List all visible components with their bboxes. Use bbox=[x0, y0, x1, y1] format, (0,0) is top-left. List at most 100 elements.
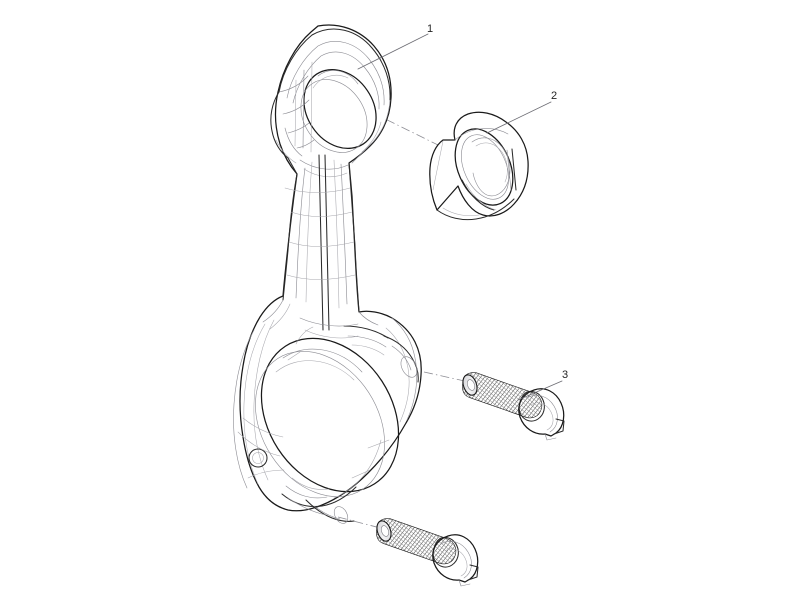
leader-line-1 bbox=[357, 33, 429, 70]
bore-chamfer-tick-1 bbox=[351, 469, 371, 479]
big-end-bore-wall-top bbox=[282, 348, 363, 373]
bolt-upper-head bbox=[518, 388, 565, 437]
bolt-upper-head-flange-rim-2 bbox=[530, 402, 554, 431]
shank-bigend-blend-left bbox=[262, 299, 284, 323]
small-end-bore-inner-wall bbox=[317, 70, 359, 85]
small-end-facet-vert-2 bbox=[310, 61, 313, 153]
shank-web-rib-right bbox=[324, 154, 330, 331]
small-end-facet-1 bbox=[278, 75, 309, 93]
bolt-boss-lower-face bbox=[313, 505, 341, 520]
connecting-rod-bolt-upper[interactable] bbox=[460, 372, 565, 441]
big-end-outer-contour-left bbox=[233, 329, 255, 489]
small-end-facet-2 bbox=[282, 99, 310, 115]
bore-chamfer-tick-3 bbox=[367, 439, 390, 449]
shank-right-flange-inner bbox=[340, 163, 348, 305]
bushing-left-flat-line bbox=[432, 140, 444, 191]
shank-web-rib-left bbox=[318, 154, 324, 331]
bolt-lower-head bbox=[432, 534, 479, 583]
dowel-boss-left-inner bbox=[252, 452, 264, 464]
bushing-split-seam-2 bbox=[506, 149, 512, 191]
small-end-right-shoulder-fold bbox=[361, 121, 382, 153]
callouts-group: 1 2 3 bbox=[357, 23, 568, 401]
big-end-outer-contour-right bbox=[391, 317, 418, 421]
bolt-upper-head-flange-rim bbox=[526, 394, 558, 433]
bushing-rear-edge bbox=[436, 198, 515, 221]
shank-patch-band-1 bbox=[290, 211, 353, 217]
bigend-bottom-contour-3 bbox=[291, 477, 330, 490]
leader-line-2 bbox=[486, 101, 552, 134]
small-end-left-shoulder-fold-2 bbox=[275, 139, 297, 164]
small-end-facet-4 bbox=[296, 139, 315, 149]
leader-line-3 bbox=[517, 380, 563, 401]
bigend-gusset-fold bbox=[295, 326, 314, 345]
dowel-boss-left bbox=[248, 448, 268, 468]
shank-right-flange-inner-2 bbox=[333, 159, 340, 309]
small-end-left-shoulder-fold bbox=[284, 127, 303, 157]
callout-number-3: 3 bbox=[562, 369, 568, 381]
small-end-bottom-blend bbox=[299, 159, 349, 170]
shank-left-outer-edge bbox=[282, 173, 298, 301]
bigend-left-facet-3 bbox=[247, 469, 285, 479]
shank-bigend-blend-left-2 bbox=[269, 303, 291, 330]
bolt-lower-head-bottom-facet bbox=[458, 579, 471, 587]
bolt-upper-head-hex-facet bbox=[553, 418, 565, 435]
cap-parting-line-upper-2 bbox=[347, 335, 387, 348]
big-end-outer-contour-right-2 bbox=[385, 327, 410, 423]
bushing-interior-wall-lower bbox=[461, 179, 495, 211]
big-end-bore-far bbox=[260, 337, 400, 493]
bolt-lower-thread-hatching bbox=[376, 518, 456, 564]
shank-right-outer-edge bbox=[348, 162, 360, 313]
big-end-bore-wall-top-2 bbox=[275, 360, 355, 381]
small-end-facet-vert-1 bbox=[302, 69, 305, 149]
bolt-lower-head-flange-rim-2 bbox=[444, 548, 468, 577]
bolt-lower-head-hex-facet bbox=[467, 564, 479, 581]
bigend-top-gusset bbox=[299, 317, 359, 327]
cap-parting-line-upper-3 bbox=[351, 344, 385, 356]
connecting-rod-bolt-lower[interactable] bbox=[374, 518, 479, 587]
shank-left-flange-inner bbox=[295, 167, 306, 299]
big-end-bore-wall-bottom bbox=[333, 439, 382, 499]
small-end-left-shoulder bbox=[270, 91, 298, 175]
bolt-upper-head-bottom-facet bbox=[544, 433, 557, 441]
small-end-outer-top-rim bbox=[278, 28, 391, 101]
bigend-left-facet-2 bbox=[242, 417, 284, 438]
shank-left-flange-inner-2 bbox=[305, 161, 313, 303]
small-end-bore-inner-wall-2 bbox=[312, 75, 349, 89]
bolt-boss-upper bbox=[383, 335, 419, 383]
piston-pin-bushing[interactable] bbox=[429, 111, 529, 221]
cap-parting-line-lower bbox=[287, 497, 327, 516]
small-end-facet-vert-3 bbox=[294, 79, 297, 147]
callout-number-1: 1 bbox=[427, 23, 433, 35]
bolt-upper-thread-hatching bbox=[462, 372, 542, 418]
bore-chamfer-tick-2 bbox=[287, 351, 301, 361]
bigend-left-facet-1 bbox=[237, 431, 281, 457]
big-end bbox=[233, 299, 419, 524]
shank-bigend-blend-right bbox=[358, 311, 379, 326]
small-end-bore-near bbox=[300, 79, 368, 153]
bushing-front-rim-inner bbox=[461, 134, 509, 200]
bigend-bottom-contour-2 bbox=[285, 485, 328, 499]
bolt-boss-upper-face bbox=[391, 345, 412, 371]
bolt-hole-lower bbox=[333, 506, 349, 524]
bushing-rear-edge-2 bbox=[442, 207, 480, 217]
bushing-split-seam bbox=[511, 148, 517, 191]
small-end-facet-3 bbox=[287, 122, 310, 134]
bushing-top-band bbox=[454, 128, 509, 141]
small-end-bore-far bbox=[303, 68, 377, 150]
bolt-lower-shank-end-chamfer bbox=[381, 525, 389, 537]
big-end-outer-contour-left-3 bbox=[253, 319, 275, 481]
bolt-upper-shank-end-chamfer bbox=[467, 379, 475, 391]
shank-patch-band-3 bbox=[286, 274, 356, 280]
small-end-right-shoulder bbox=[351, 99, 391, 164]
bushing-inner-bore-far bbox=[471, 137, 511, 197]
callout-number-2: 2 bbox=[551, 90, 557, 102]
shank-patch-band-0 bbox=[284, 187, 351, 193]
connecting-rod[interactable] bbox=[229, 24, 427, 526]
bolt-boss-lower bbox=[305, 499, 355, 522]
big-end-bore-near bbox=[255, 351, 385, 497]
bigend-top-gusset-2 bbox=[304, 329, 359, 339]
shank-patch-band-2 bbox=[288, 241, 355, 247]
